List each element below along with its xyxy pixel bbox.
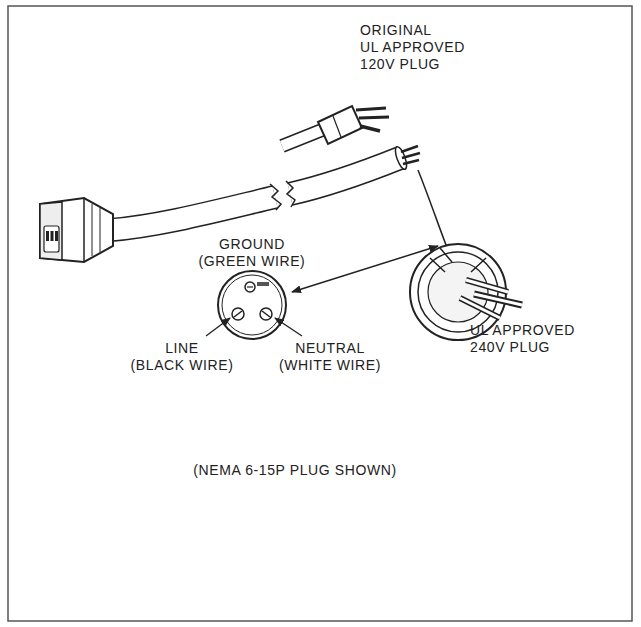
iec-connector: [40, 198, 113, 262]
leader-line: [206, 318, 230, 336]
wire-label: NEUTRAL (WHITE WIRE): [279, 340, 381, 374]
cord: [110, 197, 275, 230]
caption-note: (NEMA 6-15P PLUG SHOWN): [193, 462, 396, 479]
frame: [8, 6, 632, 621]
plug-face: [218, 271, 286, 339]
leader-line: [275, 318, 302, 336]
plug-label: UL APPROVED 240V PLUG: [470, 322, 575, 356]
cord: [290, 158, 400, 194]
wire-ends: [401, 146, 420, 164]
plug-120v: [282, 106, 389, 146]
plug-240v: [410, 170, 522, 340]
wire-label: LINE (BLACK WIRE): [131, 340, 234, 374]
wire-label: GROUND (GREEN WIRE): [199, 236, 306, 270]
plug-label: ORIGINAL UL APPROVED 120V PLUG: [360, 22, 465, 73]
